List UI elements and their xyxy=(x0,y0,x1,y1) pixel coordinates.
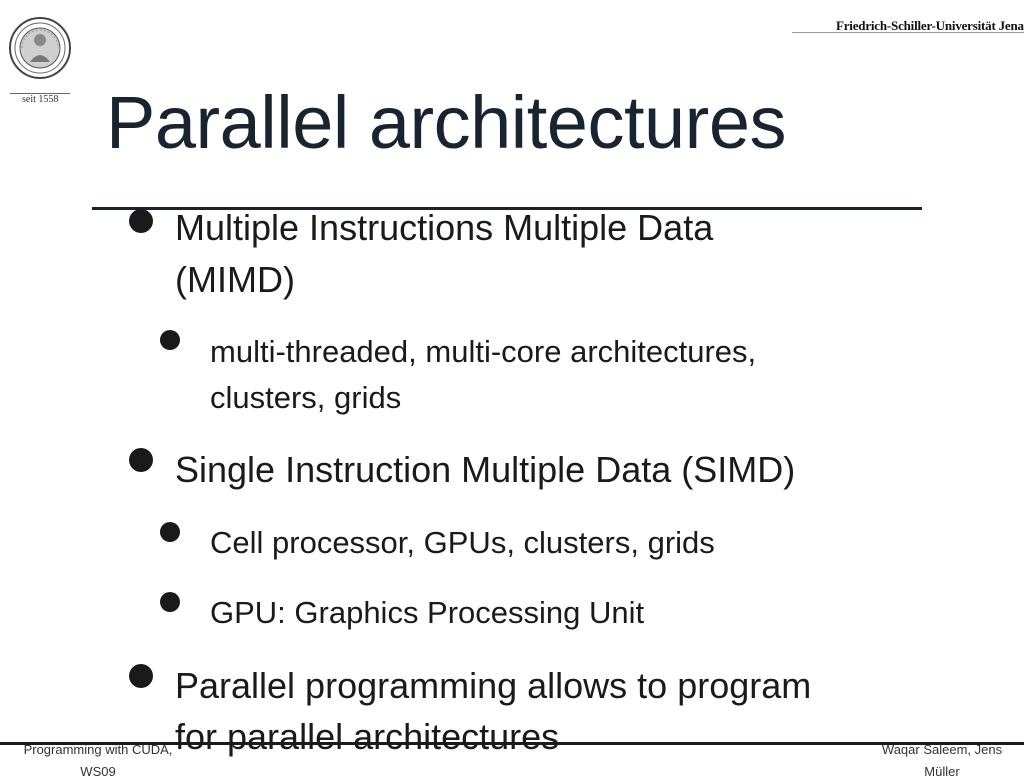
bullet-text: Single Instruction Multiple Data (SIMD) xyxy=(175,449,796,490)
bullet-dot xyxy=(160,592,180,612)
bullet-dot xyxy=(160,522,180,542)
bullet-dot xyxy=(129,209,153,233)
seal-divider xyxy=(10,93,70,94)
bullet-dot xyxy=(129,664,153,688)
slide-title: Parallel architectures xyxy=(106,81,786,164)
university-seal-logo xyxy=(9,17,71,79)
seal-year: seit 1558 xyxy=(22,94,59,105)
bullet-dot xyxy=(129,448,153,472)
sub-bullet-text: GPU: Graphics Processing Unit xyxy=(210,595,645,630)
bullet-text: Multiple Instructions Multiple Data xyxy=(175,207,714,248)
footer-author-line: Müller xyxy=(924,764,960,779)
sub-bullet-text: clusters, grids xyxy=(210,380,402,415)
header-divider xyxy=(792,32,1024,33)
bullet-text: (MIMD) xyxy=(175,259,295,300)
university-name: Friedrich-Schiller-Universität Jena xyxy=(836,18,1024,33)
footer-course-line: Programming with CUDA, xyxy=(23,742,173,757)
footer-authors: Waqar Saleem, Jens Müller xyxy=(872,739,1012,783)
footer-course: Programming with CUDA, WS09 xyxy=(18,739,178,783)
sub-bullet-text: Cell processor, GPUs, clusters, grids xyxy=(210,525,715,560)
title-underline xyxy=(92,207,922,210)
footer-divider xyxy=(0,742,1024,745)
sub-bullet-text: multi-threaded, multi-core architectures… xyxy=(210,334,757,369)
footer-author-line: Waqar Saleem, Jens xyxy=(881,742,1003,757)
bullet-text: Parallel programming allows to program xyxy=(175,665,812,706)
bullet-text: for parallel architectures xyxy=(175,716,560,757)
bullet-dot xyxy=(160,330,180,350)
footer-course-term: WS09 xyxy=(80,764,116,779)
